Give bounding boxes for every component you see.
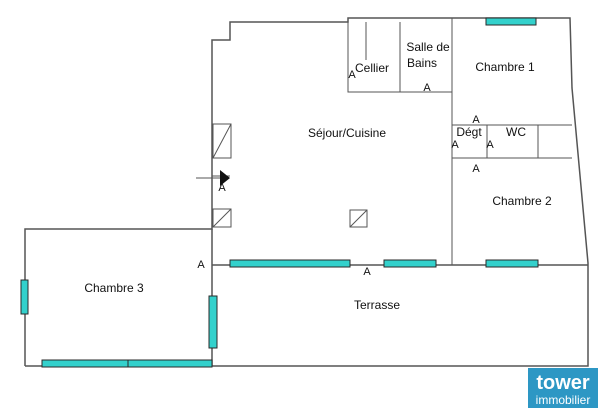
section-markers: A A A A A A A A A [197, 69, 494, 278]
duct-middle [212, 208, 232, 228]
marker-a-degt-left: A [451, 139, 459, 151]
label-chambre3: Chambre 3 [84, 281, 144, 295]
window-sejour-right [383, 259, 437, 268]
label-degt: Dégt [456, 125, 482, 139]
marker-a-degt-top: A [472, 114, 480, 126]
marker-a-chambre2: A [472, 163, 480, 175]
entrance-arrow-icon [196, 170, 230, 186]
label-wc: WC [506, 125, 526, 139]
window-chambre1 [485, 17, 537, 26]
marker-a-entrance: A [218, 182, 226, 194]
label-sdb-line1: Salle de [406, 40, 450, 54]
tower-logo: tower immobilier [528, 368, 598, 408]
window-chambre3-bottom-b [127, 359, 213, 368]
window-chambre3-right [208, 295, 218, 349]
window-chambre2 [485, 259, 539, 268]
marker-a-sdb: A [423, 82, 431, 94]
marker-a-degt-right: A [486, 139, 494, 151]
window-chambre3-bottom-a [41, 359, 129, 368]
label-chambre1: Chambre 1 [475, 60, 535, 74]
label-sejour: Séjour/Cuisine [308, 126, 386, 140]
marker-a-left: A [197, 259, 205, 271]
label-cellier: Cellier [355, 61, 389, 75]
label-sdb-line2: Bains [407, 56, 437, 70]
duct-top [212, 123, 232, 159]
label-chambre2: Chambre 2 [492, 194, 552, 208]
marker-a-facade: A [363, 266, 371, 278]
window-chambre3-left [20, 279, 29, 315]
logo-line2: immobilier [536, 393, 591, 407]
label-terrasse: Terrasse [354, 298, 400, 312]
windows [20, 17, 539, 368]
logo-line1: tower [536, 372, 590, 394]
window-sejour-left [229, 259, 351, 268]
duct-center [349, 209, 368, 228]
marker-a-cellier: A [348, 69, 356, 81]
